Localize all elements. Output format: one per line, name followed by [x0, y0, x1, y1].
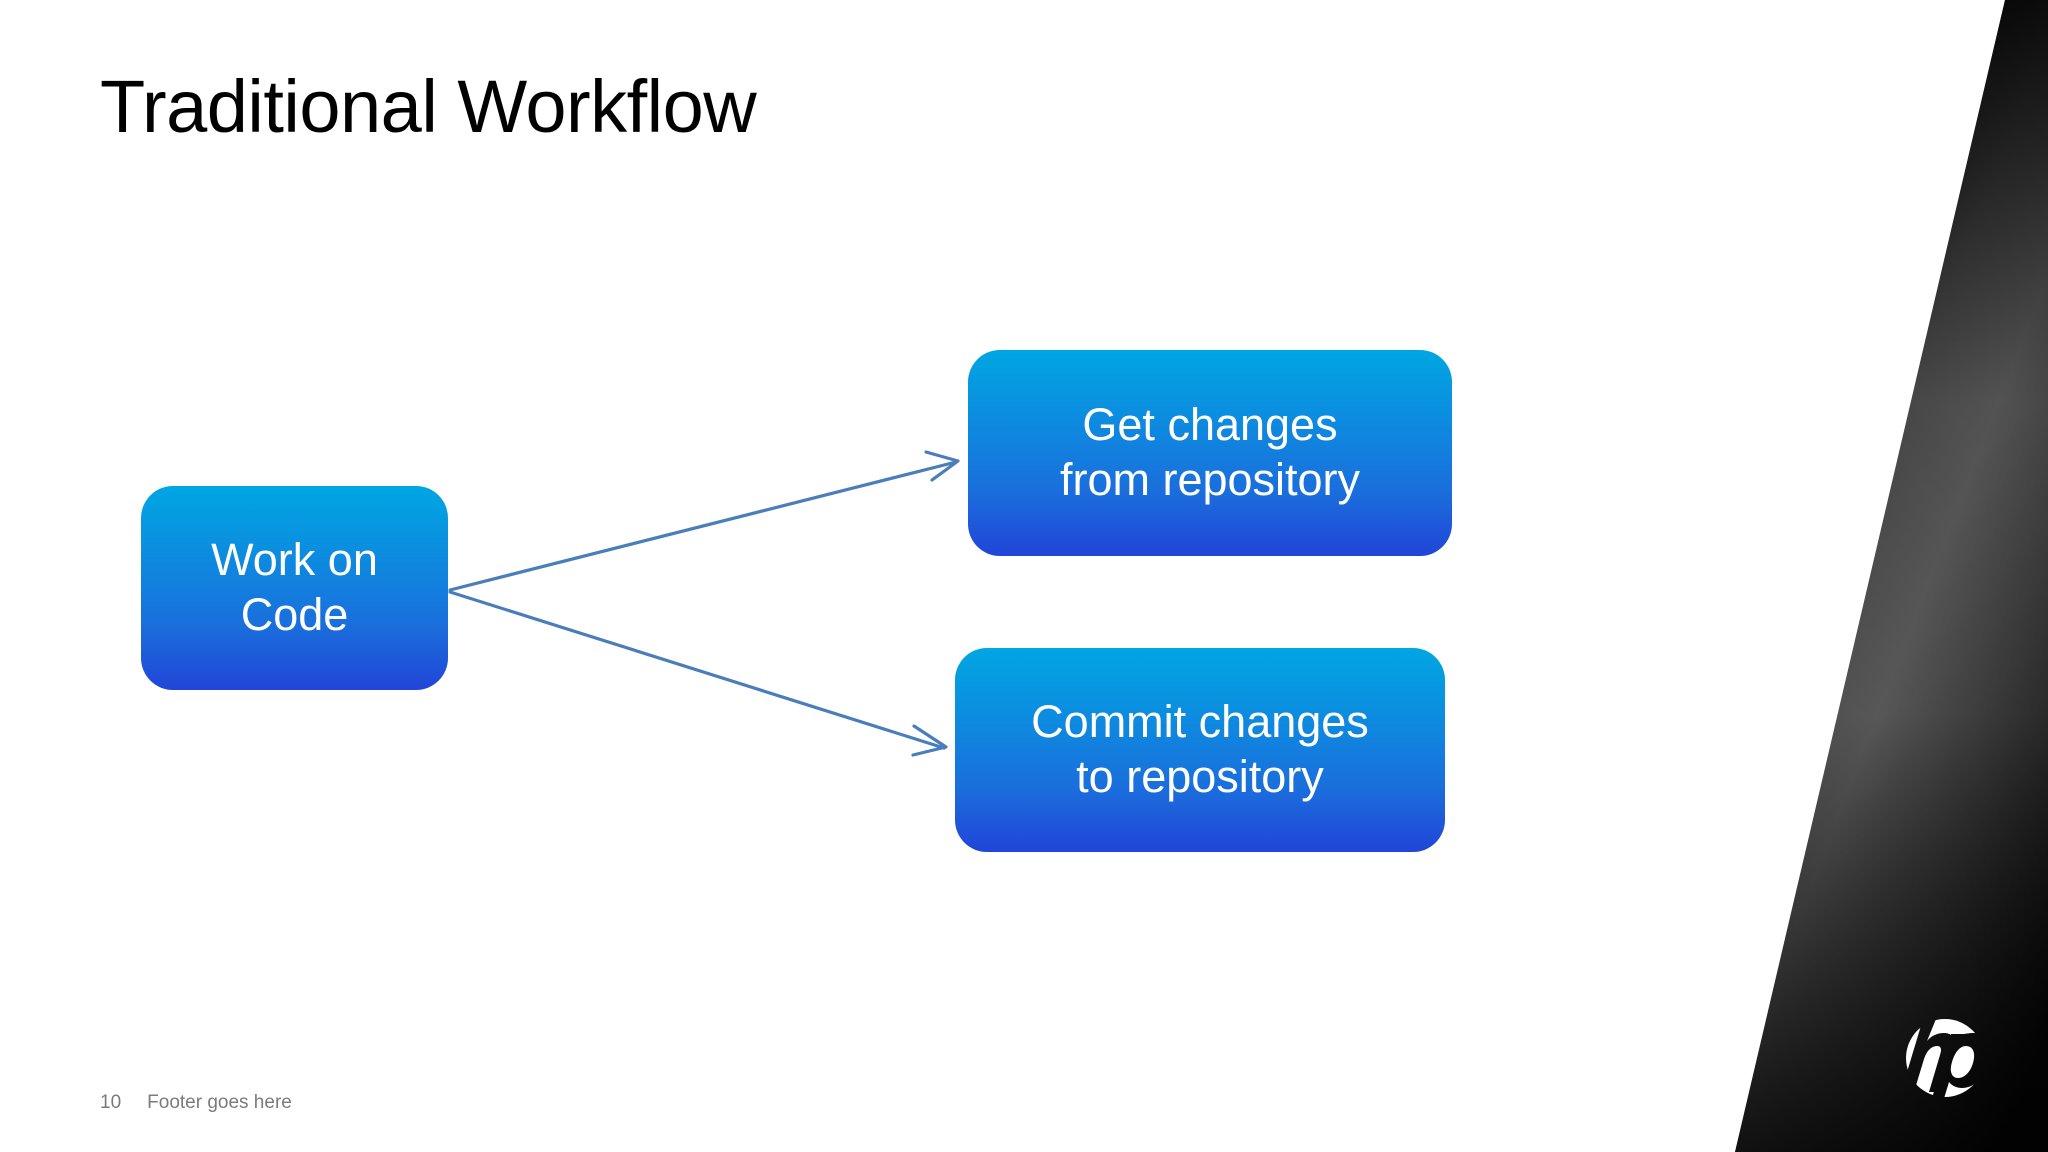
page-title: Traditional Workflow [100, 65, 757, 148]
page-number: 10 [100, 1092, 122, 1113]
flow-node-commit-changes[interactable]: Commit changes to repository [955, 648, 1445, 852]
flow-node-work-on-code[interactable]: Work on Code [141, 486, 448, 690]
hp-logo [1718, 0, 2048, 1152]
flow-node-label: Get changes from repository [1059, 399, 1361, 505]
flow-node-label: Work on Code [211, 534, 378, 640]
footer-text: Footer goes here [147, 1092, 292, 1113]
wedge-shape [1735, 0, 2048, 1152]
connector-work-to-commit [448, 590, 948, 757]
flow-node-label: Commit changes to repository [1031, 696, 1369, 802]
slide-footer: 10 Footer goes here [100, 1092, 292, 1114]
connector-work-to-get [448, 450, 960, 592]
hp-corner-wedge [1718, 0, 2048, 1152]
wedge-shading [1735, 0, 2048, 1152]
flow-node-get-changes[interactable]: Get changes from repository [968, 350, 1452, 556]
